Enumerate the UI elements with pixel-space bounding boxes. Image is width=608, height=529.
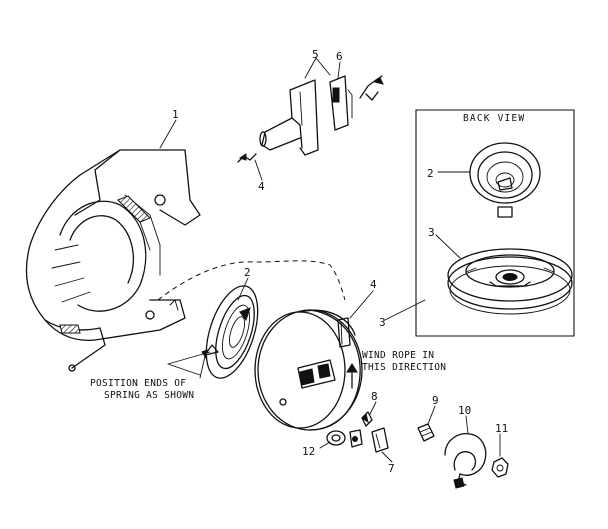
back-view-title: BACK VIEW xyxy=(463,113,525,124)
rewind-spring-front xyxy=(204,285,259,379)
note-wind-rope-line-1: WIND ROPE IN xyxy=(362,350,434,361)
screw xyxy=(417,423,435,442)
note-spring-line-1: POSITION ENDS OF xyxy=(90,378,186,389)
rope-end-knot xyxy=(359,75,384,101)
callout-spring-pawl: 8 xyxy=(371,390,378,403)
rope-pulley-back xyxy=(447,248,573,315)
callout-screw: 9 xyxy=(432,394,439,407)
callout-rope-top: 4 xyxy=(258,180,265,193)
callout-spring-back: 2 xyxy=(427,167,434,180)
callout-housing: 1 xyxy=(172,108,179,121)
rope-end-top xyxy=(237,153,257,163)
rope-pulley-front xyxy=(254,309,363,431)
callout-pulley-front: 3 xyxy=(379,316,386,329)
back-view-panel: BACK VIEW xyxy=(415,109,575,337)
callout-insert: 6 xyxy=(336,50,343,63)
retainer xyxy=(444,433,487,489)
blower-housing xyxy=(25,149,201,372)
rewind-spring-back xyxy=(469,142,541,218)
callout-handle: 5 xyxy=(312,48,319,61)
note-wind-rope-line-2: THIS DIRECTION xyxy=(362,362,446,373)
callout-rope-front: 4 xyxy=(370,278,377,291)
pawl-spring xyxy=(361,411,373,427)
nut xyxy=(491,457,509,478)
handle-insert xyxy=(329,75,353,131)
note-spring-line-2: SPRING AS SHOWN xyxy=(104,390,194,401)
pawl xyxy=(371,427,389,453)
leader-lines xyxy=(159,57,501,463)
washer xyxy=(326,429,363,448)
callout-retainer: 10 xyxy=(458,404,471,417)
callout-washer: 12 xyxy=(302,445,315,458)
starter-handle xyxy=(259,79,319,156)
callout-pulley-back: 3 xyxy=(428,226,435,239)
callout-nut: 11 xyxy=(495,422,508,435)
callout-spring-front: 2 xyxy=(244,266,251,279)
callout-pawl: 7 xyxy=(388,462,395,475)
rope-path-line xyxy=(157,260,346,301)
